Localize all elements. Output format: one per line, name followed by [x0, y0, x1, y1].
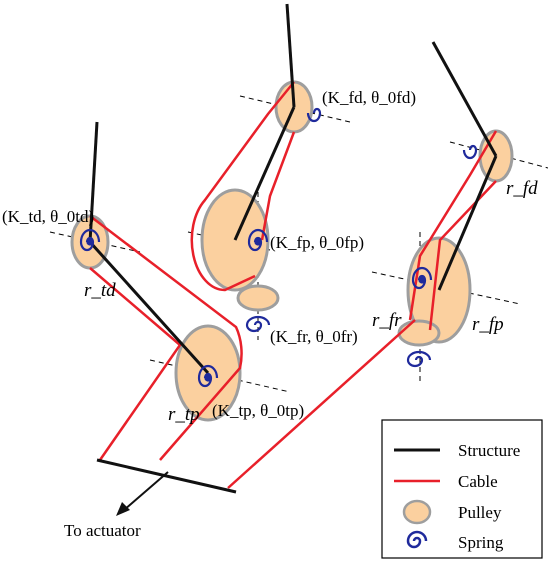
legend: Structure Cable Pulley Spring — [381, 419, 543, 559]
label-ktd: (K_td, θ_0td) — [2, 207, 94, 226]
label-kfp: (K_fp, θ_0fp) — [270, 233, 364, 252]
legend-structure-label: Structure — [458, 441, 520, 460]
actuator-bar — [96, 458, 237, 494]
structure-fd — [285, 3, 296, 108]
legend-box — [381, 419, 543, 559]
legend-pulley-swatch — [402, 499, 432, 525]
actuator-section: To actuator — [64, 319, 416, 540]
legend-pulley-label: Pulley — [458, 503, 502, 522]
structure-td — [88, 121, 99, 243]
pulley-rfr — [397, 319, 441, 347]
actuator-arrow-shaft — [123, 471, 169, 511]
structure-rfp — [437, 155, 498, 291]
cable-left — [89, 215, 243, 461]
structure-rfd — [431, 41, 498, 157]
label-rfd: r_fd — [506, 178, 538, 199]
right-finger: r_fd r_fp r_fr — [371, 41, 548, 385]
pulley-fr — [236, 284, 280, 312]
cable-to-actuator-right — [227, 319, 416, 489]
spring-tp-icon — [197, 364, 219, 388]
axis-rfd — [449, 141, 548, 169]
actuator-arrow-head — [116, 502, 130, 516]
label-rtd: r_td — [84, 280, 116, 301]
label-ktp: (K_tp, θ_0tp) — [212, 401, 304, 420]
spring-rfd-icon — [462, 144, 478, 160]
structure-tp — [88, 240, 210, 375]
legend-spring-label: Spring — [458, 533, 504, 552]
legend-spring-icon — [406, 530, 428, 549]
axis-tp — [149, 359, 291, 393]
spring-fd-icon — [306, 107, 322, 123]
left-finger: (K_td, θ_0td) r_td (K_tp, θ_0tp) r_tp — [2, 121, 304, 461]
spring-rfr-icon — [406, 350, 432, 368]
label-to-actuator: To actuator — [64, 521, 141, 540]
spring-td-icon — [79, 228, 101, 252]
legend-cable-label: Cable — [458, 472, 498, 491]
structure-fp — [233, 106, 296, 241]
label-kfr: (K_fr, θ_0fr) — [270, 327, 358, 346]
cable-middle — [190, 81, 296, 292]
label-rfr: r_fr — [372, 310, 402, 331]
spring-rfp-icon — [411, 266, 433, 290]
spring-fr-icon — [245, 315, 271, 333]
label-rfp: r_fp — [472, 314, 504, 335]
middle-finger: (K_fd, θ_0fd) (K_fp, θ_0fp) (K_fr, θ_0fr… — [187, 3, 416, 346]
label-kfd: (K_fd, θ_0fd) — [322, 88, 416, 107]
spring-fp-icon — [247, 228, 269, 252]
label-rtp: r_tp — [168, 404, 200, 425]
